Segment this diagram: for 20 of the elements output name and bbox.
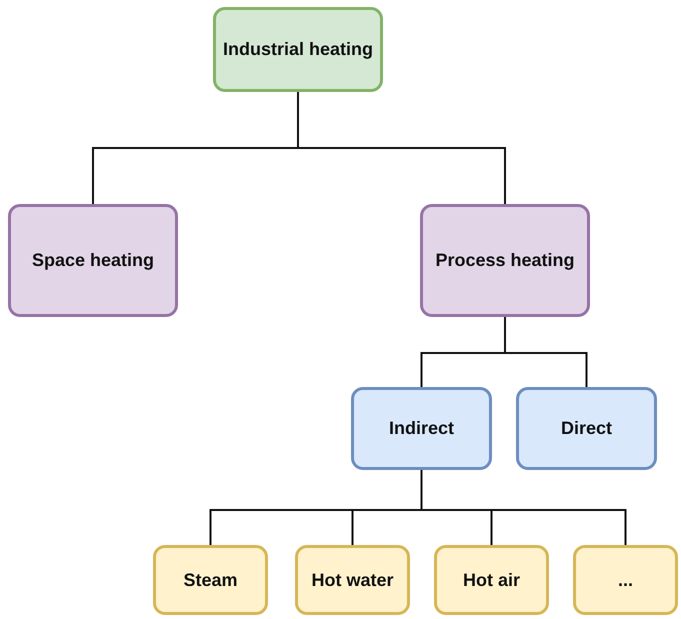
node-label: Industrial heating — [222, 38, 373, 61]
category-box — [153, 545, 268, 615]
node-label: Process heating — [435, 249, 575, 272]
category-box — [213, 7, 383, 92]
category-box — [295, 545, 410, 615]
category-box — [434, 545, 549, 615]
connector-line — [420, 470, 626, 545]
node-label: ... — [618, 568, 633, 592]
node-label: Hot water — [311, 568, 394, 592]
connector-line — [297, 92, 506, 204]
category-box — [8, 204, 178, 317]
node-label: Hot air — [462, 568, 520, 592]
category-box — [420, 204, 590, 317]
category-box — [573, 545, 678, 615]
node-label: Indirect — [388, 417, 454, 440]
category-box — [351, 387, 492, 470]
node-label: Steam — [183, 568, 238, 592]
node-label: Space heating — [32, 249, 154, 272]
node-label: Direct — [560, 417, 612, 440]
category-box — [516, 387, 657, 470]
